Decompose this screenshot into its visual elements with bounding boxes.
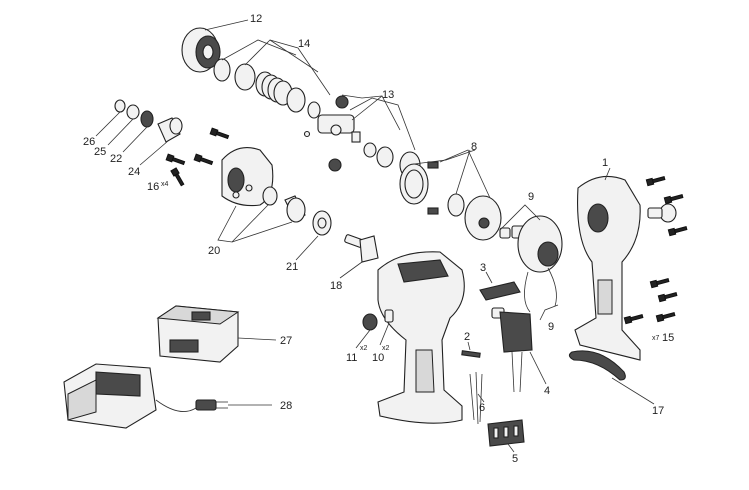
part-11-knob	[362, 313, 378, 331]
leader-11	[355, 329, 371, 349]
leader-9a	[499, 204, 541, 231]
label-9b: 9	[548, 321, 554, 333]
part-21-washer	[312, 210, 332, 236]
label-22: 22	[110, 153, 122, 165]
qty-10: x2	[382, 345, 390, 352]
label-25: 25	[94, 146, 106, 158]
leader-8b	[439, 149, 491, 199]
part-28-charger	[63, 363, 228, 429]
label-24: 24	[128, 166, 140, 178]
part-12-bearing	[181, 27, 221, 73]
label-12: 12	[250, 13, 262, 25]
part-8-gear-case	[399, 161, 502, 241]
part-6-wires	[469, 371, 483, 425]
part-18-lever	[344, 234, 379, 263]
part-20-bushing	[262, 186, 306, 223]
part-9-motor	[499, 215, 563, 313]
label-11: 11	[346, 352, 357, 364]
label-10: 10	[372, 352, 384, 364]
leader-1	[604, 167, 611, 181]
leader-27	[237, 337, 277, 341]
leader-3	[485, 271, 493, 284]
part-24-sleeve	[157, 117, 183, 143]
leader-20a	[217, 204, 269, 243]
leader-21	[295, 235, 319, 261]
label-6: 6	[479, 402, 485, 414]
part-16-screws	[165, 127, 230, 187]
part-17-strap	[568, 350, 626, 381]
label-4: 4	[544, 385, 550, 397]
part-27-battery	[156, 305, 240, 363]
label-27: 27	[280, 335, 292, 347]
part-3-label-plate	[479, 281, 521, 301]
leader-26	[95, 111, 121, 137]
leader-14c	[269, 39, 331, 96]
leader-8a	[413, 149, 476, 165]
leader-9b	[539, 304, 559, 321]
part-13-hammer-assembly	[303, 95, 421, 179]
leader-4	[529, 351, 547, 385]
label-16: 16	[147, 181, 159, 193]
leader-24	[139, 140, 169, 166]
part-10-pin	[384, 309, 394, 323]
part-22-ring	[140, 110, 154, 128]
label-9a: 9	[528, 191, 534, 203]
label-1: 1	[602, 157, 608, 169]
leader-13a	[341, 94, 383, 99]
label-17: 17	[652, 405, 664, 417]
leader-25	[107, 118, 134, 146]
leader-14a	[221, 39, 297, 61]
label-20: 20	[208, 245, 220, 257]
leader-12	[204, 19, 249, 31]
label-14: 14	[298, 38, 310, 50]
leader-8c	[455, 149, 471, 195]
qty-16: x4	[161, 181, 169, 188]
part-26-ring	[114, 99, 126, 113]
leader-13c	[351, 95, 401, 131]
part-2-bar	[461, 350, 481, 358]
leader-6	[477, 393, 485, 403]
part-14-spring-set	[213, 58, 321, 119]
label-26: 26	[83, 136, 95, 148]
leader-2	[467, 341, 471, 351]
label-21: 21	[286, 261, 298, 273]
leader-10	[379, 322, 390, 346]
label-18: 18	[330, 280, 342, 292]
leader-17	[611, 377, 655, 405]
part-4-switch	[491, 307, 533, 393]
label-28: 28	[280, 400, 292, 412]
leader-20b	[231, 221, 293, 243]
qty-15: x7	[652, 335, 660, 342]
qty-11: x2	[360, 345, 368, 352]
label-13: 13	[382, 89, 394, 101]
main-tool-housing	[377, 251, 465, 424]
leader-22	[122, 126, 148, 153]
part-25-washer	[126, 104, 140, 120]
label-8: 8	[471, 141, 477, 153]
label-2: 2	[464, 331, 470, 343]
leader-5	[507, 443, 515, 453]
label-3: 3	[480, 262, 486, 274]
part-5-terminal-block	[487, 419, 525, 447]
leader-18	[339, 261, 363, 279]
label-5: 5	[512, 453, 518, 465]
part-15-screws	[623, 176, 688, 325]
part-1-housing-half	[574, 175, 677, 361]
label-15: 15	[662, 332, 674, 344]
